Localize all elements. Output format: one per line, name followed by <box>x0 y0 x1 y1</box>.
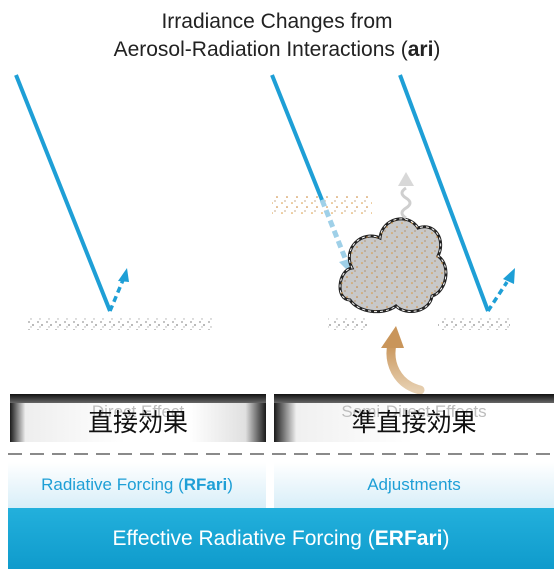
direct-effect-label-jp: 直接効果 <box>87 408 188 437</box>
adjustments-label: Adjustments <box>367 475 461 494</box>
erf-label-close: ) <box>442 527 450 550</box>
semi-direct-effects-bar: Semi-Direct Effects 準直接効果 <box>274 394 554 442</box>
dashed-divider <box>8 453 554 455</box>
aerosol-layer-right-b <box>438 318 510 330</box>
title-line-2-text: Aerosol-Radiation Interactions ( <box>113 38 408 61</box>
direct-effect-bar: Direct Effect 直接効果 <box>10 394 266 442</box>
effective-radiative-forcing-box: Effective Radiative Forcing (ERFari) <box>8 508 554 569</box>
rf-label: Radiative Forcing ( <box>41 475 184 494</box>
direct-effect-label: Direct Effect <box>91 402 185 421</box>
title-line-2: Aerosol-Radiation Interactions (ari) <box>0 36 554 64</box>
diagram-canvas <box>14 74 515 394</box>
title-line-2-close: ) <box>433 38 441 61</box>
erf-label-bold: ERFari <box>374 527 443 550</box>
aerosol-layer-left <box>28 318 212 330</box>
diagram-title: Irradiance Changes from Aerosol-Radiatio… <box>0 8 554 64</box>
rf-label-close: ) <box>227 475 233 494</box>
cloud-texture <box>339 218 447 313</box>
bar-shadow-left <box>10 394 266 403</box>
sun-ray-right <box>398 74 490 312</box>
adjustments-box: Adjustments <box>274 462 554 508</box>
rf-label-bold: RFari <box>183 475 228 494</box>
upward-arrowhead <box>398 172 414 186</box>
surface-heating-arrow <box>386 339 425 394</box>
title-line-1: Irradiance Changes from <box>161 10 393 33</box>
title-ari: ari <box>407 38 434 61</box>
sun-ray-center <box>270 74 324 201</box>
scattered-ray-left <box>108 279 125 312</box>
bar-shadow-right <box>274 394 554 403</box>
scattered-ray-left-arrowhead <box>118 268 129 282</box>
semi-direct-effects-label: Semi-Direct Effects <box>341 402 487 421</box>
radiative-forcing-box: Radiative Forcing (RFari) <box>8 462 266 508</box>
scattered-ray-right <box>486 281 509 312</box>
erf-label: Effective Radiative Forcing ( <box>112 527 375 550</box>
scattered-ray-right-arrowhead <box>503 268 515 284</box>
surface-heating-arrowhead <box>381 326 404 348</box>
sun-ray-left <box>14 74 112 312</box>
evaporation-squiggle <box>400 186 412 220</box>
aerosol-layer-right-a <box>328 318 368 330</box>
semi-direct-effects-label-jp: 準直接効果 <box>351 408 477 437</box>
